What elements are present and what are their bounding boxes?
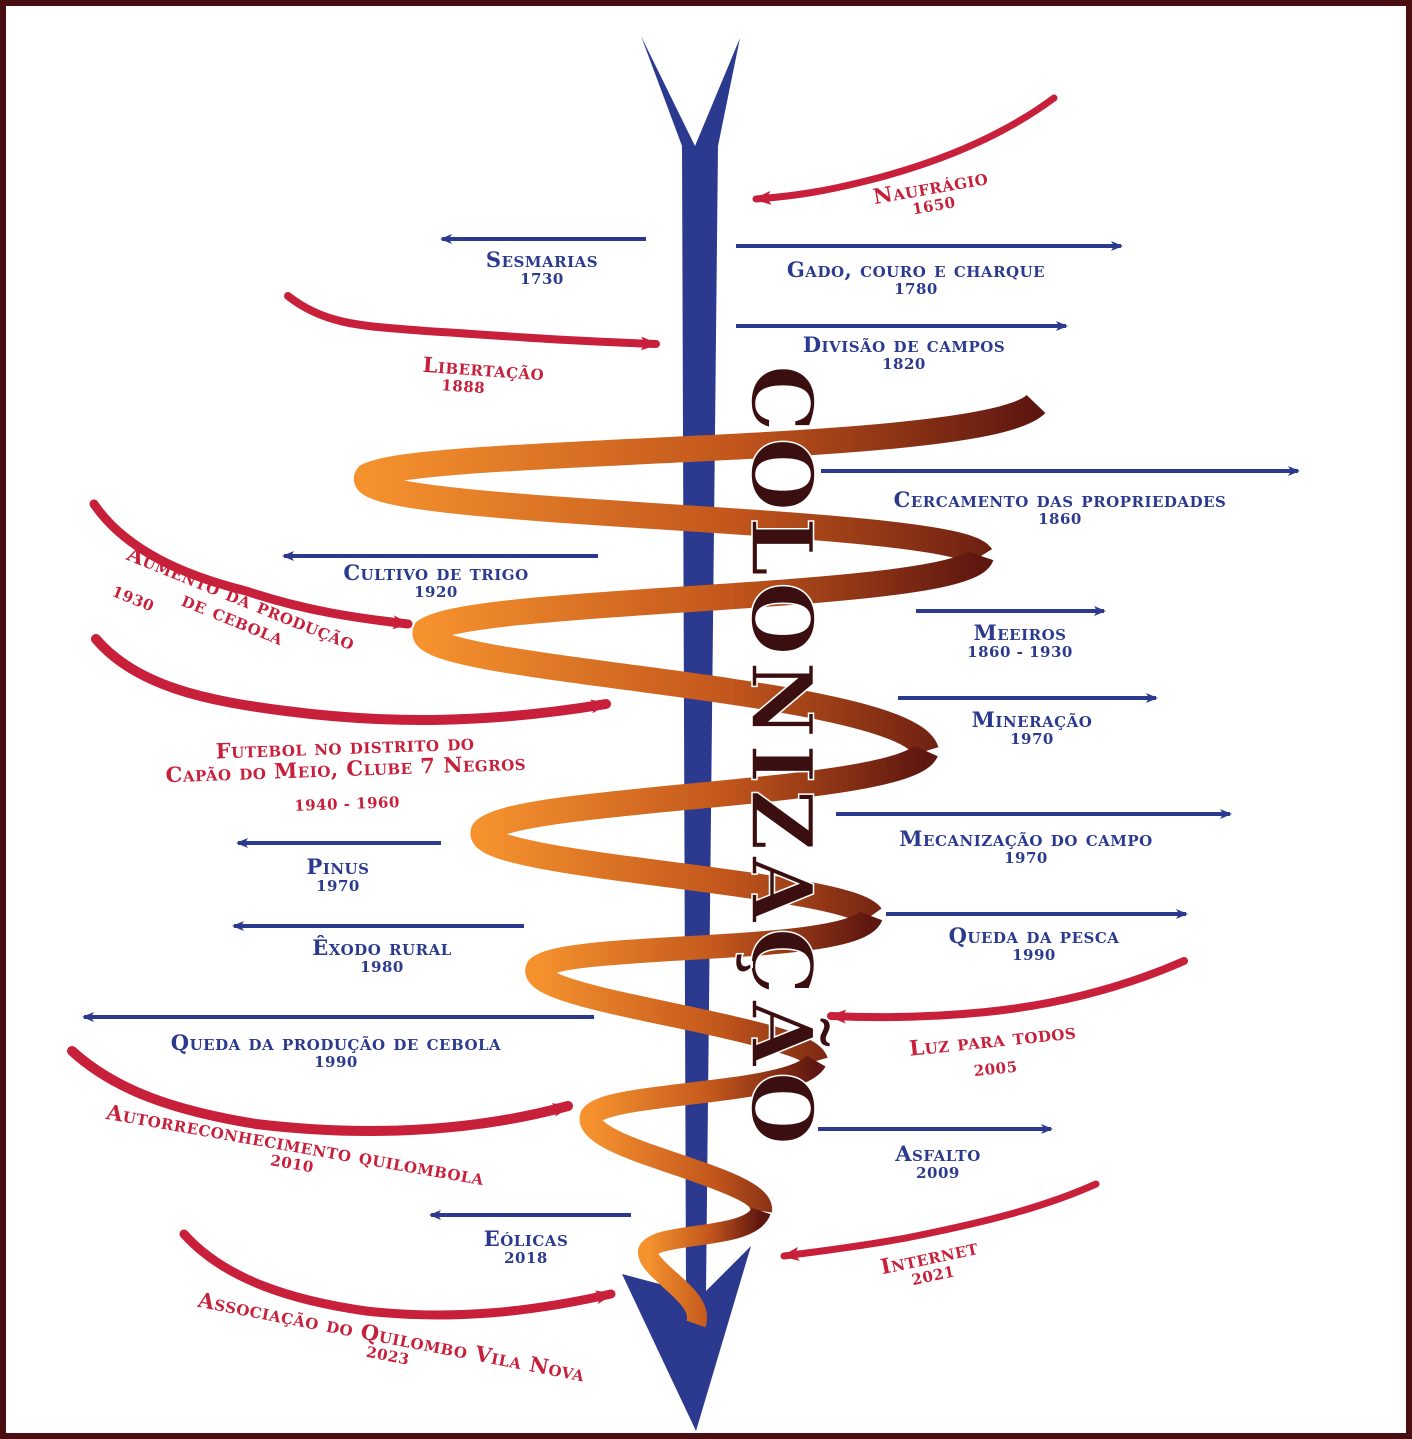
event-divisao: Divisão de campos 1820 xyxy=(802,332,1006,373)
event-exodo: Êxodo rural 1980 xyxy=(312,935,452,976)
arrow-autorreconhecimento xyxy=(67,1046,573,1136)
blue-arrows xyxy=(82,234,1300,1220)
event-year: 2018 xyxy=(504,1249,548,1267)
event-sesmarias: Sesmarias 1730 xyxy=(485,247,599,288)
event-title: Queda da pesca xyxy=(948,923,1120,948)
event-cercamento: Cercamento das propriedades 1860 xyxy=(893,487,1227,528)
event-futebol: Futebol no distrito do Capão do Meio, Cl… xyxy=(165,730,528,819)
central-timeline-arrow xyxy=(622,36,751,1431)
event-trigo: Cultivo de trigo 1920 xyxy=(343,560,529,601)
event-cebola-queda: Queda da produção de cebola 1990 xyxy=(170,1030,502,1071)
event-title: Divisão de campos xyxy=(802,332,1006,357)
event-mineracao: Mineração 1970 xyxy=(971,707,1093,748)
arrow-libertacao xyxy=(284,292,660,351)
timeline-diagram: COLONIZAÇÃO xyxy=(67,36,1300,1431)
event-meeiros: Meeiros 1860 - 1930 xyxy=(967,620,1073,661)
event-year: 2009 xyxy=(916,1164,960,1182)
event-title: Cercamento das propriedades xyxy=(893,487,1227,512)
event-year: 1990 xyxy=(314,1053,358,1071)
event-title: Gado, couro e charque xyxy=(786,257,1046,282)
event-pinus: Pinus 1970 xyxy=(306,854,370,895)
arrow-internet xyxy=(780,1180,1100,1261)
event-year: 1730 xyxy=(520,270,564,288)
event-title: Cultivo de trigo xyxy=(343,560,529,585)
event-title: Mineração xyxy=(971,707,1093,732)
arrow-cebola-aumento xyxy=(89,499,413,630)
event-mecanizacao: Mecanização do campo 1970 xyxy=(899,826,1153,867)
event-year: 1970 xyxy=(1004,849,1048,867)
event-asfalto: Asfalto 2009 xyxy=(895,1141,981,1182)
arrow-naufragio xyxy=(752,94,1058,205)
event-eolicas: Eólicas 2018 xyxy=(483,1226,569,1267)
event-pesca: Queda da pesca 1990 xyxy=(948,923,1120,964)
arrow-futebol xyxy=(91,634,611,726)
event-year: 1860 xyxy=(1038,510,1082,528)
event-year: 1860 - 1930 xyxy=(967,643,1073,661)
event-title: Asfalto xyxy=(895,1141,981,1166)
event-year: 1970 xyxy=(1010,730,1054,748)
event-title: Meeiros xyxy=(973,620,1067,645)
central-word: COLONIZAÇÃO xyxy=(732,365,831,1151)
event-year: 1780 xyxy=(894,280,938,298)
event-year: 1980 xyxy=(360,958,404,976)
arrow-luz xyxy=(827,957,1188,1024)
event-title: Queda da produção de cebola xyxy=(170,1030,502,1055)
event-title: Pinus xyxy=(306,854,370,879)
event-year: 1990 xyxy=(1012,946,1056,964)
event-title: Sesmarias xyxy=(485,247,599,272)
arrow-associacao xyxy=(179,1229,616,1320)
event-title: Mecanização do campo xyxy=(899,826,1153,851)
event-gado: Gado, couro e charque 1780 xyxy=(786,257,1046,298)
red-arrows xyxy=(67,94,1188,1320)
diagram-frame: COLONIZAÇÃO Naufrágio 1650 Sesmarias 173… xyxy=(6,6,1406,1433)
event-year: 1920 xyxy=(414,583,458,601)
event-year: 1970 xyxy=(316,877,360,895)
event-title: Êxodo rural xyxy=(312,935,452,960)
event-title: Eólicas xyxy=(483,1226,569,1251)
event-year: 1820 xyxy=(882,355,926,373)
helix-ribbon xyxy=(354,393,1046,1328)
